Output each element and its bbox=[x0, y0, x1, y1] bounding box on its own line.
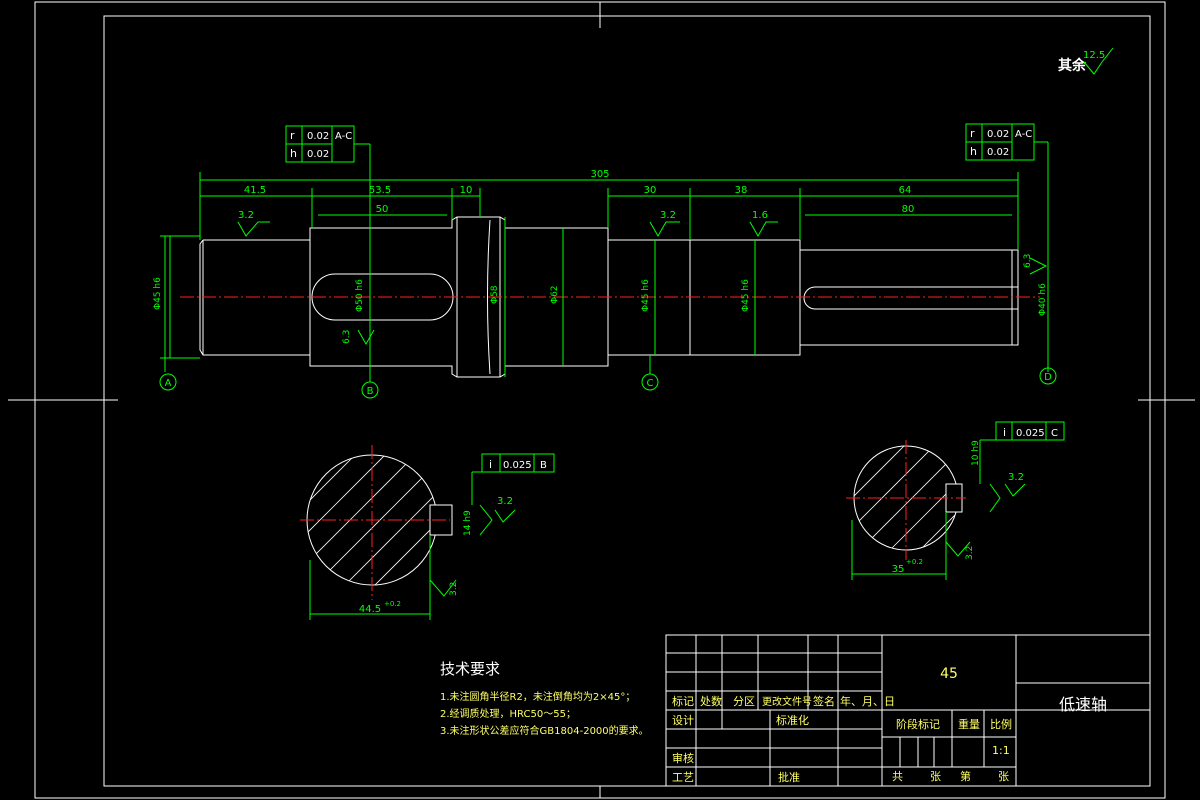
dia-label-1: Φ45 h6 bbox=[153, 277, 163, 310]
ra-label-5: 6.3 bbox=[342, 330, 352, 344]
tb-craft: 工艺 bbox=[672, 771, 694, 784]
datum-a: A bbox=[165, 378, 172, 389]
tol-left-r-val: 0.02 bbox=[307, 131, 329, 142]
ra-label-2: 3.2 bbox=[660, 210, 676, 221]
surface-finish-value: 12.5 bbox=[1083, 50, 1105, 61]
datum-markers bbox=[159, 355, 1057, 399]
tb-hdr-date: 年、月、日 bbox=[840, 694, 895, 708]
tech-req-line-2: 2.经调质处理，HRC50～55； bbox=[440, 707, 576, 720]
sec2-tol-ref: C bbox=[1051, 428, 1058, 439]
tol-right-r-sym: r bbox=[970, 127, 975, 140]
sec2-ra2: 3.2 bbox=[965, 546, 975, 560]
tol-left-h-val: 0.02 bbox=[307, 149, 329, 160]
dim-64: 64 bbox=[899, 185, 912, 196]
tb-approve: 批准 bbox=[778, 770, 800, 784]
tb-hdr-mark: 标记 bbox=[672, 694, 694, 708]
tb-material: 45 bbox=[940, 666, 958, 682]
sec2-width: 35 bbox=[892, 564, 905, 575]
dim-38: 38 bbox=[735, 185, 748, 196]
dim-50: 50 bbox=[376, 204, 389, 215]
tb-stage: 阶段标记 bbox=[896, 717, 940, 731]
tb-sheets-2: 张 bbox=[930, 770, 941, 783]
tb-hdr-file: 更改文件号 bbox=[762, 695, 812, 708]
ra-label-3: 1.6 bbox=[752, 210, 768, 221]
tb-check: 审核 bbox=[672, 751, 694, 765]
sec1-tol-sym: i bbox=[489, 458, 492, 471]
dim-overall: 305 bbox=[590, 169, 609, 180]
sec2-tol-val: 0.025 bbox=[1016, 428, 1045, 439]
sec1-tol: +0.2 bbox=[384, 600, 401, 608]
tb-hdr-zone: 分区 bbox=[733, 695, 755, 708]
tb-ratio: 比例 bbox=[990, 717, 1012, 731]
tb-sheets-4: 张 bbox=[998, 770, 1009, 783]
dim-41: 41.5 bbox=[244, 185, 266, 196]
dia-label-2: Φ50 h6 bbox=[355, 279, 365, 312]
roughness-symbols bbox=[237, 221, 1048, 346]
sec2-tol: +0.2 bbox=[906, 558, 923, 566]
sec2-ra: 3.2 bbox=[1008, 472, 1024, 483]
dia-label-7: Φ40 h6 bbox=[1038, 283, 1048, 316]
tech-req-title: 技术要求 bbox=[440, 660, 500, 678]
surface-finish-label: 其余 bbox=[1058, 57, 1087, 74]
dim-30: 30 bbox=[644, 185, 657, 196]
sec2-tol-sym: i bbox=[1003, 426, 1006, 439]
sec2-key: 10 h9 bbox=[971, 440, 981, 466]
title-block bbox=[665, 634, 1151, 787]
tech-req-line-3: 3.未注形状公差应符合GB1804-2000的要求。 bbox=[440, 724, 649, 737]
tb-hdr-sign: 签名 bbox=[813, 694, 835, 708]
tol-left-r-sym: r bbox=[290, 129, 295, 142]
tol-right-r-val: 0.02 bbox=[987, 129, 1009, 140]
sec1-tol-ref: B bbox=[540, 460, 547, 471]
tb-hdr-count: 处数 bbox=[700, 695, 722, 708]
tol-left-h-sym: h bbox=[290, 147, 297, 160]
dim-10: 10 bbox=[460, 185, 473, 196]
outer-frame bbox=[34, 1, 1166, 799]
dia-label-5: Φ45 h6 bbox=[641, 279, 651, 312]
sec1-key: 14 h9 bbox=[463, 510, 473, 536]
sec1-ra2: 3.2 bbox=[449, 582, 459, 596]
tol-right-h-val: 0.02 bbox=[987, 147, 1009, 158]
section-view-1 bbox=[300, 445, 555, 620]
tb-sheets-3: 第 bbox=[960, 769, 971, 783]
inner-frame bbox=[103, 15, 1151, 787]
tb-scale: 1:1 bbox=[992, 744, 1010, 757]
ra-label-4: 6.3 bbox=[1023, 254, 1033, 268]
tb-weight: 重量 bbox=[958, 717, 980, 731]
tolerance-frame-left bbox=[285, 125, 371, 228]
tb-part-name: 低速轴 bbox=[1059, 695, 1107, 714]
sec1-ra: 3.2 bbox=[497, 496, 513, 507]
datum-d: D bbox=[1044, 372, 1052, 383]
datum-b: B bbox=[367, 386, 374, 397]
tb-design: 设计 bbox=[672, 714, 694, 727]
dia-label-6: Φ45 h6 bbox=[741, 279, 751, 312]
dim-80: 80 bbox=[902, 204, 915, 215]
datum-c: C bbox=[647, 378, 654, 389]
tol-left-r-ref: A-C bbox=[335, 131, 352, 142]
sec1-tol-val: 0.025 bbox=[503, 460, 532, 471]
tol-right-r-ref: A-C bbox=[1015, 129, 1032, 140]
surface-finish-symbol bbox=[1083, 47, 1114, 75]
dimension-lines bbox=[160, 172, 1049, 372]
dia-label-4: Φ62 bbox=[550, 285, 560, 304]
diameter-dim-lines bbox=[169, 217, 756, 377]
section-view-2 bbox=[846, 421, 1065, 580]
tech-req-line-1: 1.未注圆角半径R2，未注倒角均为2×45°； bbox=[440, 690, 635, 703]
tolerance-frame-right bbox=[965, 123, 1049, 240]
dim-53: 53.5 bbox=[369, 185, 391, 196]
ra-label-1: 3.2 bbox=[238, 210, 254, 221]
dia-label-3: Φ58 bbox=[490, 285, 500, 304]
tb-standard: 标准化 bbox=[776, 713, 809, 727]
sec1-width: 44.5 bbox=[359, 604, 381, 615]
tol-right-h-sym: h bbox=[970, 145, 977, 158]
tb-sheets-1: 共 bbox=[892, 770, 903, 783]
